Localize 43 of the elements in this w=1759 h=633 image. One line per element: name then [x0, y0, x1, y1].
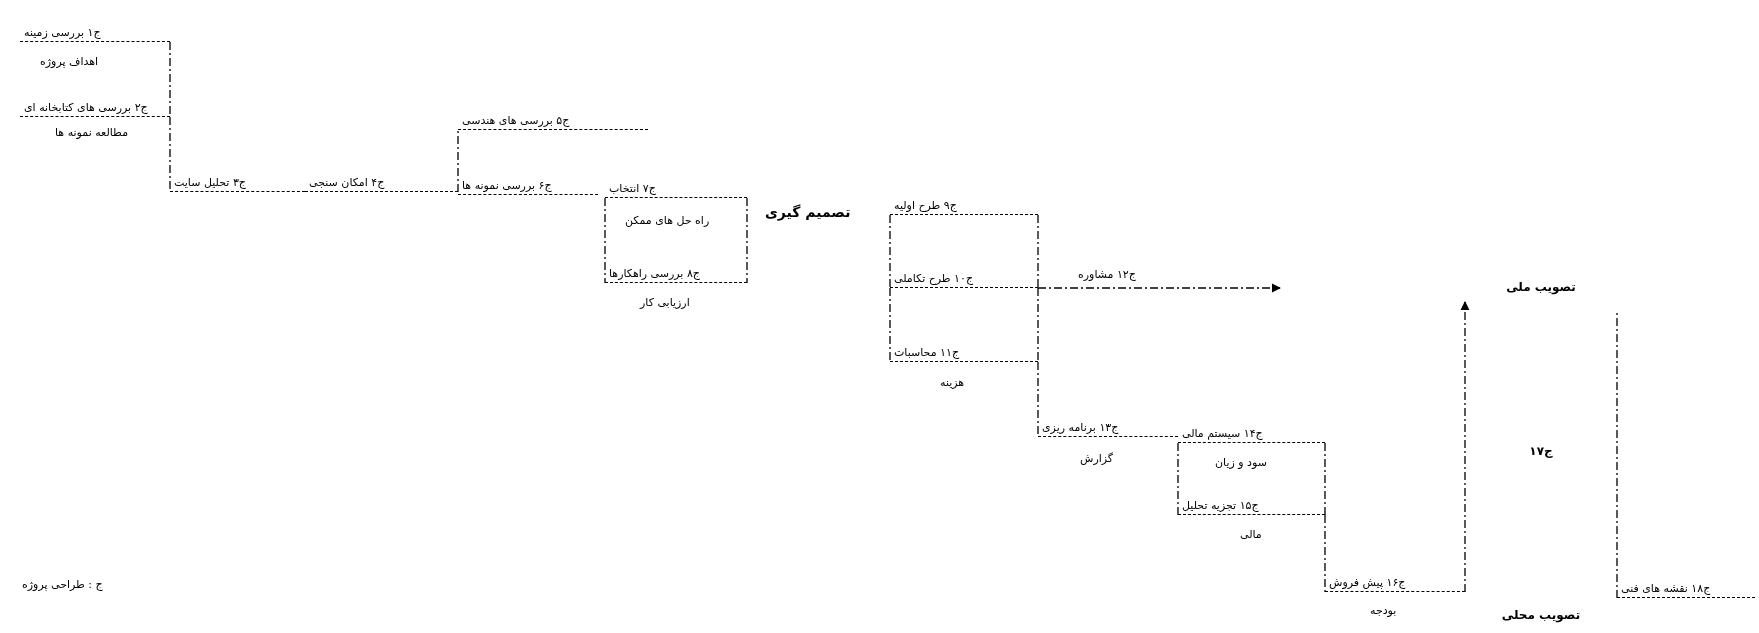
activity-label: ج۱۴ سیستم مالی — [1182, 427, 1263, 440]
activity-label: ج۱۶ پیش فروش — [1329, 576, 1406, 589]
activity-label: ج۱۱ محاسبات — [894, 346, 960, 359]
stage-label: ج۱۷ — [1529, 444, 1553, 458]
activity-label: ج۵ بررسی های هندسی — [462, 114, 570, 127]
activity-label: ج۶ بررسی نمونه ها — [462, 179, 552, 192]
note-label: ج : طراحی پروژه — [22, 578, 103, 591]
activity-label: ج۳ تحلیل سایت — [174, 176, 246, 189]
activity-label: ج۱۰ طرح تکاملی — [894, 272, 974, 285]
note-label: راه حل های ممکن — [625, 214, 710, 227]
note-label: گزارش — [1080, 452, 1114, 465]
connector-line — [1037, 287, 1039, 363]
connector-line — [889, 214, 891, 289]
note-label: سود و زیان — [1215, 456, 1267, 469]
activity-label: ج۱۸ نقشه های فنی — [1621, 582, 1711, 595]
note-label: هزینه — [940, 376, 965, 389]
arrow — [1460, 301, 1470, 593]
decision-label: تصمیم گیری — [765, 204, 851, 220]
activity-label: ج۱ بررسی زمینه — [24, 26, 101, 39]
connector-line — [1037, 214, 1039, 289]
note-label: اهداف پروژه — [40, 55, 99, 68]
note-label: مطالعه نمونه ها — [55, 126, 129, 139]
note-label: ارزیابی کار — [640, 296, 690, 309]
stage-label: تصویب محلی — [1501, 608, 1581, 622]
activity-label: ج۹ طرح اولیه — [894, 199, 957, 212]
connector-line — [457, 129, 459, 193]
connector-line — [889, 287, 891, 363]
connector-line — [1177, 442, 1179, 516]
activity-label: ج۸ بررسی راهکارها — [609, 267, 700, 280]
activity-label: ج۱۵ تجزیه تحلیل — [1182, 499, 1259, 512]
stage-label: تصویب ملی — [1506, 280, 1576, 294]
connector-line — [1324, 514, 1326, 593]
activity-label: ج۱۳ برنامه ریزی — [1042, 421, 1119, 434]
activity-label: ج۷ انتخاب — [609, 182, 656, 195]
note-label: بودجه — [1370, 604, 1397, 617]
edge-label: ج۱۲ مشاوره — [1075, 268, 1139, 281]
connector-line — [746, 197, 748, 284]
note-label: مالی — [1240, 528, 1262, 541]
activity-label: ج۲ بررسی های کتابخانه ای — [24, 101, 148, 114]
arrow — [1037, 283, 1281, 293]
connector-line — [604, 197, 606, 284]
connector-line — [1324, 442, 1326, 516]
activity-label: ج۴ امکان سنجی — [309, 176, 385, 189]
